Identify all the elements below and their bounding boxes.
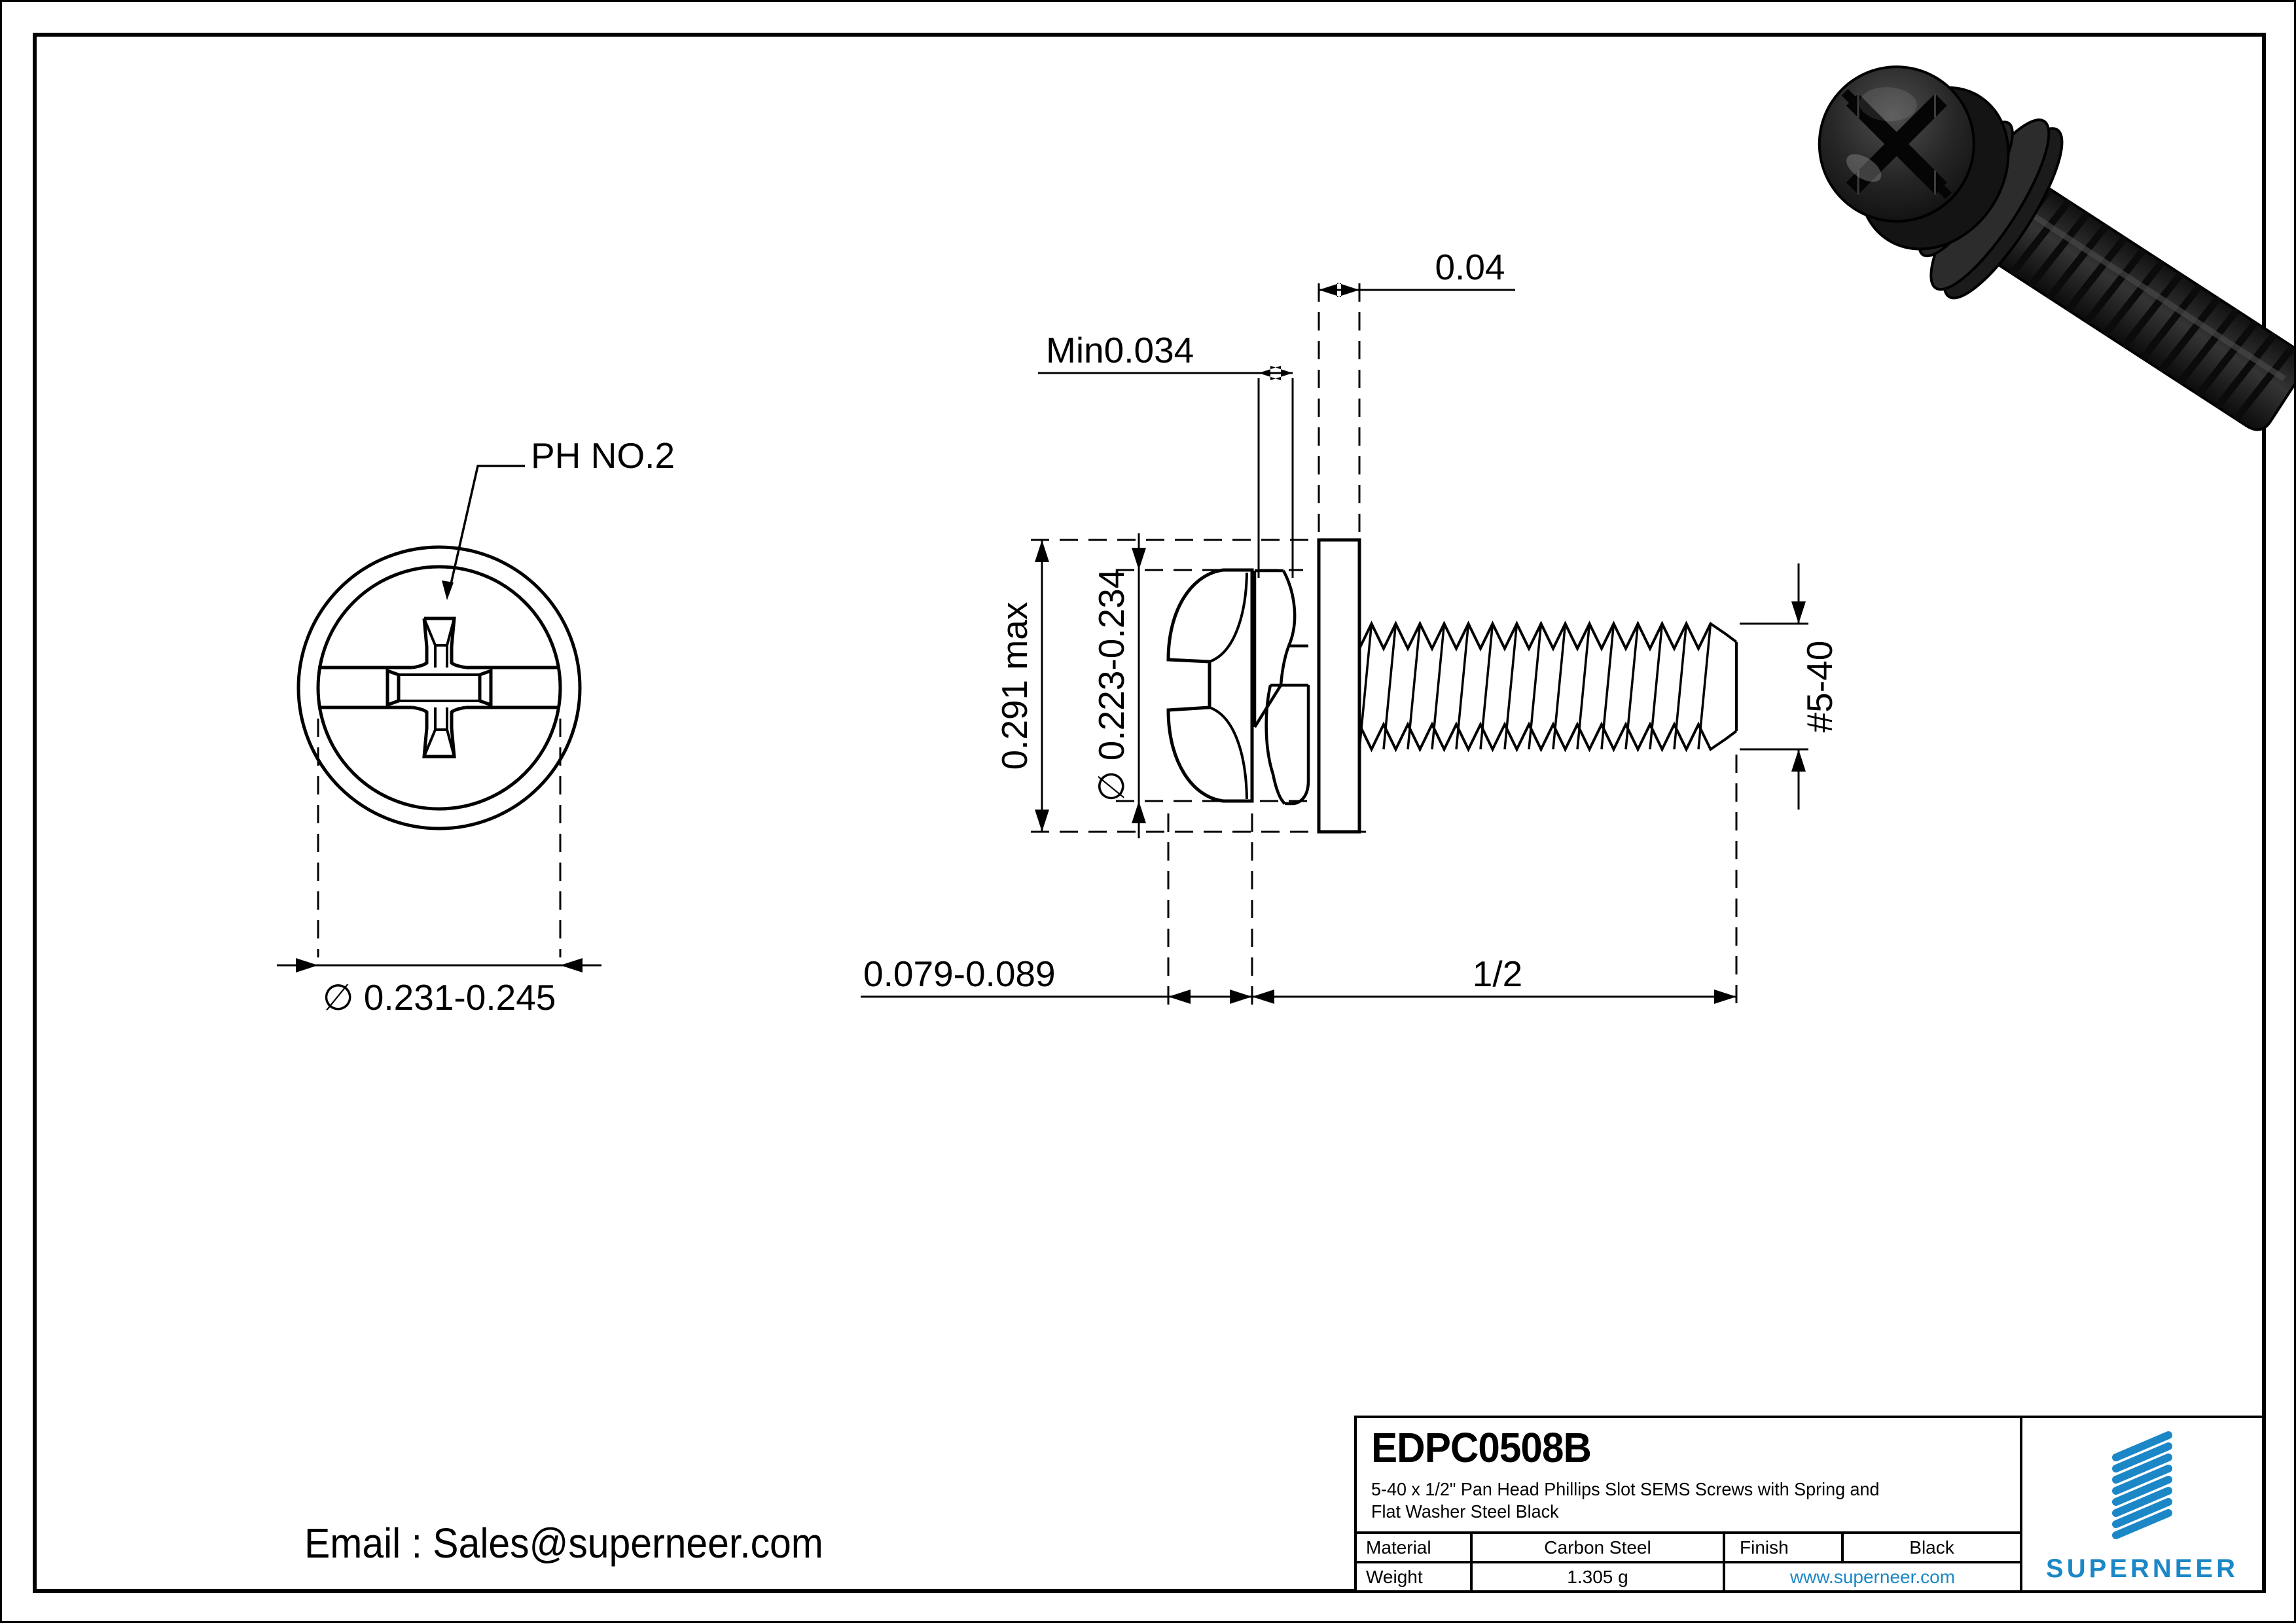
head-inner-circle (316, 565, 562, 811)
dim-washer-od (1031, 539, 1367, 833)
slot-wing-left (386, 668, 401, 707)
side-flat-washer-dim: 0.04 (1435, 247, 1505, 287)
dim-flat-washer-thickness (1318, 283, 1515, 537)
sheet-border-frame (33, 33, 2266, 1593)
screw-3d-phillips-recess (1841, 88, 1952, 200)
finish-value: Black (1841, 1534, 2020, 1561)
weight-row: Weight 1.305 g www.superneer.com (1357, 1561, 2020, 1590)
superneer-logo-icon (2112, 1431, 2172, 1539)
front-recess-label: PH NO.2 (531, 435, 675, 476)
part-description-line2: Flat Washer Steel Black (1371, 1501, 1559, 1522)
dim-thread-length (1252, 755, 1738, 1005)
brand-panel: SUPERNEER (2020, 1418, 2262, 1590)
side-head-height-dim: 0.079-0.089 (863, 954, 1056, 994)
finish-label: Finish (1723, 1534, 1841, 1561)
brand-name: SUPERNEER (2046, 1554, 2238, 1583)
ph-leader-arrowhead (442, 580, 454, 600)
phillips-cross-outline (412, 616, 467, 758)
screw-3d-head-highlight (1859, 87, 1917, 122)
head-outer-circle (296, 545, 582, 830)
thread-profile (1358, 620, 1738, 753)
weight-value: 1.305 g (1470, 1563, 1723, 1590)
ph-leader-line (448, 465, 525, 590)
side-thread-length-dim: 1/2 (1473, 954, 1522, 994)
front-view (277, 465, 601, 972)
slot-floor-lines (399, 673, 480, 702)
dim-spring-washer-thickness (1038, 366, 1294, 578)
side-head-od-dim: ∅ 0.223-0.234 (1091, 569, 1132, 802)
dim-thread-size (1740, 563, 1808, 810)
flat-washer (1317, 538, 1361, 834)
title-block-main: EDPC0508B 5-40 x 1/2" Pan Head Phillips … (1357, 1418, 2020, 1590)
website-link[interactable]: www.superneer.com (1723, 1563, 2020, 1590)
part-number: EDPC0508B (1371, 1424, 1592, 1471)
side-view (861, 283, 1808, 1005)
head-recess-interior (1209, 572, 1248, 800)
dim-ext-lines-front (317, 719, 562, 957)
material-value: Carbon Steel (1470, 1534, 1723, 1561)
part-description-line1: 5-40 x 1/2" Pan Head Phillips Slot SEMS … (1371, 1479, 1880, 1499)
phillips-cross-inner-faces (423, 618, 456, 757)
slot-lines (318, 666, 560, 709)
thread-top-crests (1358, 620, 1738, 652)
contact-email: Email : Sales@superneer.com (304, 1520, 823, 1567)
thread-bottom-crests (1358, 721, 1738, 753)
slot-wing-right (478, 668, 493, 707)
dim-head-od (1116, 533, 1310, 838)
thread-flank-lines (1358, 623, 1712, 750)
material-label: Material (1366, 1537, 1431, 1558)
front-head-diameter-dim: ∅ 0.231-0.245 (323, 977, 556, 1018)
screw-3d-head-reflection (1846, 154, 1882, 182)
screw-3d-shank-highlight (2008, 198, 2286, 382)
dim-head-height (861, 813, 1253, 1005)
spring-washer (1253, 569, 1310, 806)
side-spring-washer-dim: Min0.034 (1046, 330, 1194, 370)
head-outline (1166, 568, 1254, 803)
side-washer-od-dim: 0.291 max (994, 602, 1035, 770)
weight-label: Weight (1366, 1566, 1423, 1587)
title-block: EDPC0508B 5-40 x 1/2" Pan Head Phillips … (1354, 1416, 2265, 1593)
material-row: Material Carbon Steel Finish Black (1357, 1531, 2020, 1561)
side-thread-size-dim: #5-40 (1799, 641, 1840, 733)
screw-3d-render (1818, 65, 2294, 431)
title-block-header: EDPC0508B 5-40 x 1/2" Pan Head Phillips … (1357, 1418, 2020, 1531)
